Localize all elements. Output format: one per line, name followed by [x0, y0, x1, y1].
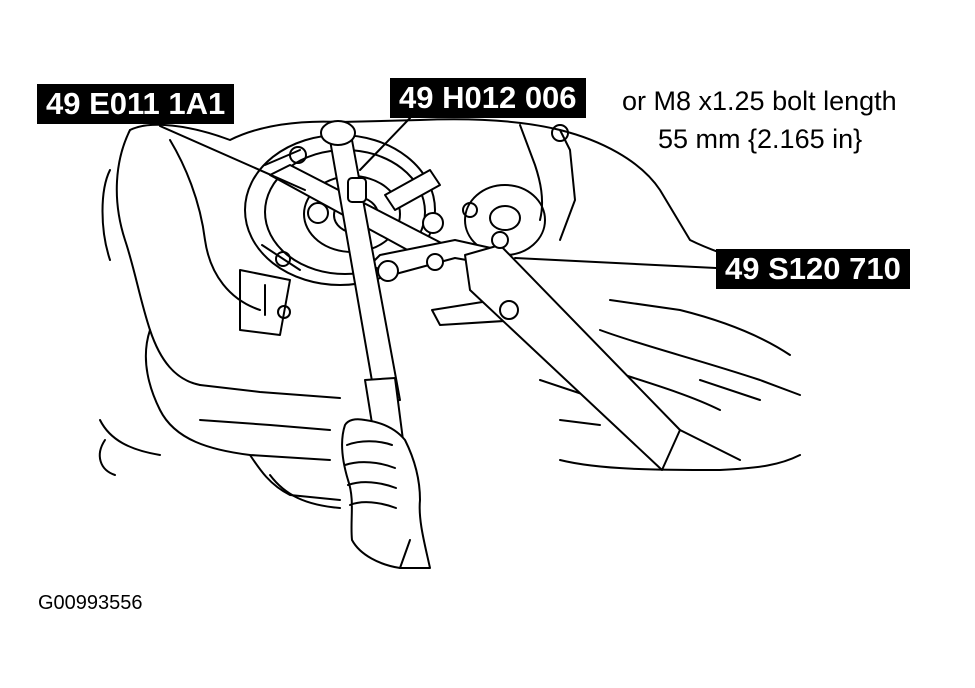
callout-tool-49E0111A1: 49 E011 1A1	[37, 84, 235, 124]
figure-id: G00993556	[38, 592, 143, 614]
breaker-bar	[320, 120, 404, 443]
hand	[341, 418, 431, 569]
leader-lines	[159, 117, 717, 269]
bolt-note-line-2: 55 mm {2.165 in}	[658, 124, 863, 154]
callout-tool-49H012006: 49 H012 006	[390, 78, 586, 118]
callout-tool-49S120710: 49 S120 710	[716, 249, 910, 289]
pulley-holder-tool	[269, 164, 681, 471]
bolt-note-line-1: or M8 x1.25 bolt length	[622, 86, 897, 116]
idler-pulley	[462, 124, 569, 256]
